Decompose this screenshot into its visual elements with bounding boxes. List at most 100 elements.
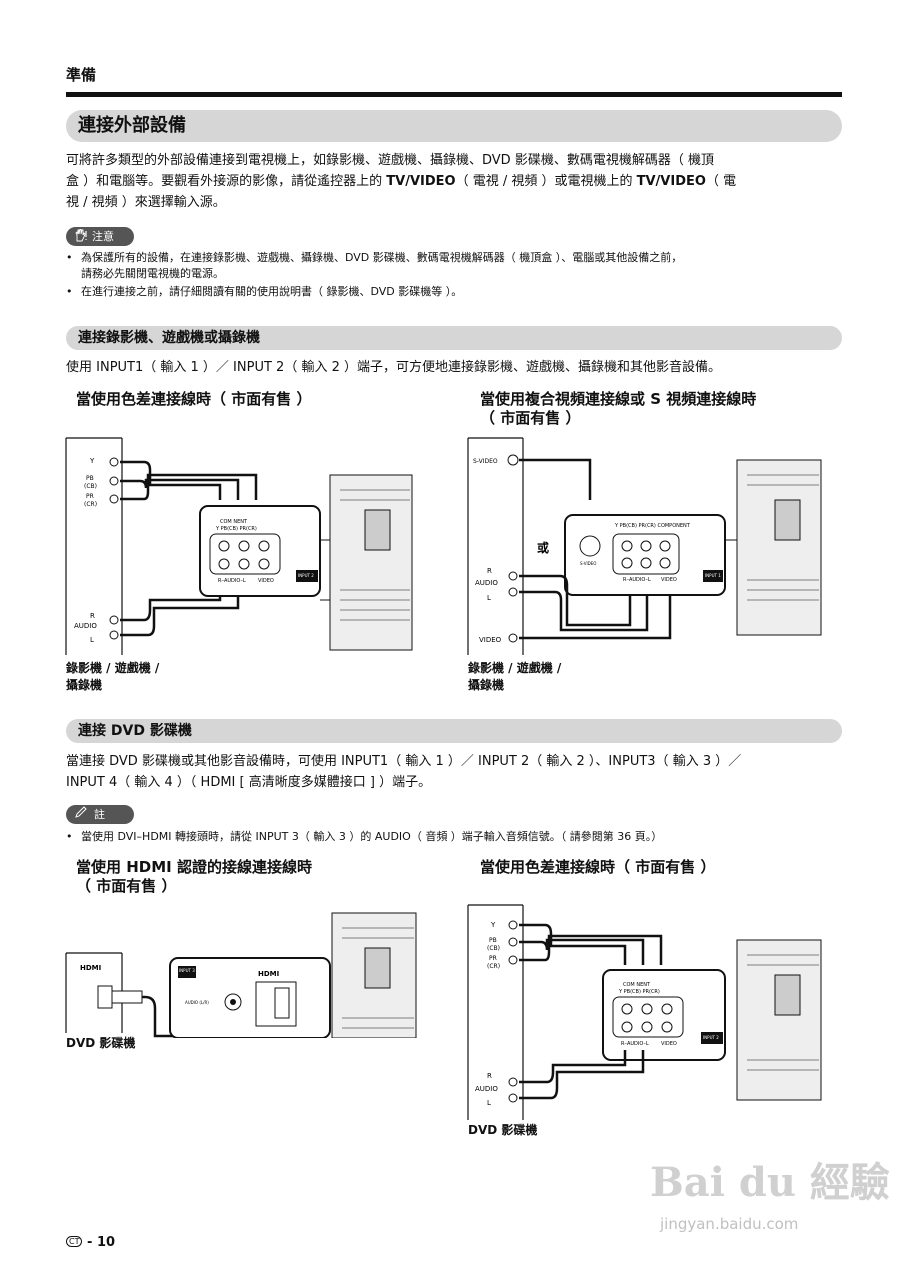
label-audio: AUDIO: [475, 579, 498, 587]
label-video: VIDEO: [661, 1041, 677, 1047]
diagram-composite-vcr: S-VIDEO 或 Y PB(CB) PR(CR) COMPONENT S-VI…: [467, 437, 822, 655]
figure-caption: DVD 影碟機: [66, 1036, 136, 1050]
page-dash: -: [87, 1235, 97, 1250]
label-input: INPUT 2: [703, 1035, 719, 1040]
figure-caption-line: 錄影機 / 遊戲機 /: [468, 661, 562, 675]
figure-caption: 錄影機 / 遊戲機 / 攝錄機: [66, 660, 159, 694]
page-number: CT - 10: [66, 1235, 115, 1250]
figure-caption-line: 攝錄機: [468, 678, 505, 692]
caution-line: 為保護所有的設備，在連接錄影機、遊戲機、攝錄機、DVD 影碟機、數碼電視機解碼器…: [81, 251, 683, 264]
label-svideo-jack: S-VIDEO: [580, 561, 596, 566]
label-input: INPUT 3: [179, 968, 195, 973]
caution-label: 注意: [92, 230, 114, 243]
figure-caption: 錄影機 / 遊戲機 / 攝錄機: [468, 660, 561, 694]
page-number-value: 10: [96, 1235, 116, 1250]
intro-paragraph: 可將許多類型的外部設備連接到電視機上，如錄影機、遊戲機、攝錄機、DVD 影碟機、…: [66, 150, 842, 213]
label-cr: (CR): [84, 501, 97, 508]
figure-caption-line: 錄影機 / 遊戲機 /: [66, 661, 160, 675]
figure-heading-line: （ 市面有售 ）: [76, 877, 177, 895]
label-input: INPUT 1: [705, 573, 721, 578]
diagram-hdmi-dvd: HDMI INPUT 3 HDMI AUDIO (L/R): [65, 912, 417, 1038]
tv-video-key-label: TV/VIDEO: [636, 174, 706, 189]
caution-item: • 在進行連接之前，請仔細閱讀有關的使用說明書（ 錄影機、DVD 影碟機等 ）。: [66, 284, 846, 302]
label-input: INPUT 2: [298, 573, 314, 578]
section-title-dvd: 連接 DVD 影碟機: [66, 719, 842, 743]
label-cr: (CR): [487, 963, 500, 970]
bullet-dot: •: [66, 830, 73, 843]
intro-text: （ 電視 / 視頻 ）或電視機上的: [455, 174, 637, 189]
caution-text: 為保護所有的設備，在連接錄影機、遊戲機、攝錄機、DVD 影碟機、數碼電視機解碼器…: [81, 250, 841, 282]
section-desc-line: INPUT 4（ 輸入 4 ）（ HDMI [ 高清晰度多媒體接口 ] ）端子。: [66, 775, 432, 790]
region-badge: CT: [66, 1236, 83, 1247]
caution-line: 請務必先關閉電視機的電源。: [81, 267, 224, 280]
baidu-watermark-url: jingyan.baidu.com: [660, 1215, 799, 1233]
figure-heading-line: 當使用複合視頻連接線或 S 視頻連接線時: [480, 390, 757, 408]
section-desc-line: 當連接 DVD 影碟機或其他影音設備時，可使用 INPUT1（ 輸入 1 ）／ …: [66, 754, 742, 769]
label-pr: PR: [86, 493, 94, 500]
figure-heading-line: （ 市面有售 ）: [480, 409, 581, 427]
note-label: 註: [94, 808, 105, 821]
label-video: VIDEO: [258, 578, 274, 584]
label-component: COM NENT: [220, 519, 248, 525]
label-pb: PB: [489, 937, 497, 944]
label-l: L: [487, 594, 491, 602]
hand-icon: [74, 229, 88, 242]
intro-line-3: 視 / 視頻 ）來選擇輸入源。: [66, 195, 226, 210]
baidu-watermark-logo: Bai du 經驗: [650, 1159, 890, 1206]
label-audio: AUDIO: [74, 622, 97, 630]
label-r: R: [90, 612, 95, 620]
figure-heading: 當使用複合視頻連接線或 S 視頻連接線時 （ 市面有售 ）: [480, 390, 756, 428]
figure-caption-line: 攝錄機: [66, 678, 103, 692]
label-video-out: VIDEO: [479, 636, 502, 644]
section-desc-vcr: 使用 INPUT1（ 輸入 1 ）／ INPUT 2（ 輸入 2 ）端子，可方便…: [66, 360, 721, 375]
intro-text: （ 電: [705, 174, 737, 189]
header-rule: [66, 92, 842, 97]
label-ypbpr: Y PB(CB) PR(CR): [215, 526, 257, 532]
label-component: COM NENT: [623, 982, 651, 988]
label-y: Y: [89, 457, 95, 465]
label-y: Y: [490, 921, 496, 929]
label-svideo: S-VIDEO: [473, 458, 498, 465]
figure-heading: 當使用 HDMI 認證的接線連接線時 （ 市面有售 ）: [76, 858, 312, 896]
bullet-dot: •: [66, 251, 73, 264]
figure-heading: 當使用色差連接線時（ 市面有售 ）: [480, 858, 716, 876]
figure-heading-line: 當使用 HDMI 認證的接線連接線時: [76, 858, 312, 876]
note-badge: 註: [66, 805, 134, 824]
bullet-dot: •: [66, 285, 73, 298]
intro-line-2: 盒 ）和電腦等。要觀看外接源的影像，請從遙控器上的 TV/VIDEO（ 電視 /…: [66, 171, 842, 192]
caution-badge: 注意: [66, 227, 134, 246]
label-cb: (CB): [84, 483, 97, 490]
label-raudiol: R–AUDIO–L: [621, 1041, 649, 1047]
diagram-component-dvd: Y PB (CB) PR (CR) COM NENT Y PB(CB) PR(C…: [467, 904, 822, 1120]
or-label: 或: [537, 540, 549, 555]
intro-text: 盒 ）和電腦等。要觀看外接源的影像，請從遙控器上的: [66, 174, 387, 189]
label-pr: PR: [489, 955, 497, 962]
pencil-icon: [74, 805, 88, 824]
intro-line-1: 可將許多類型的外部設備連接到電視機上，如錄影機、遊戲機、攝錄機、DVD 影碟機、…: [66, 153, 714, 168]
label-l: L: [487, 1099, 491, 1107]
label-pb: PB: [86, 475, 94, 482]
figure-caption: DVD 影碟機: [468, 1123, 538, 1137]
note-text: 當使用 DVI–HDMI 轉接頭時，請從 INPUT 3（ 輸入 3 ）的 AU…: [81, 830, 663, 843]
label-ypbpr: Y PB(CB) PR(CR): [618, 989, 660, 995]
tv-video-key-label: TV/VIDEO: [386, 174, 456, 189]
figure-heading: 當使用色差連接線時（ 市面有售 ）: [76, 390, 312, 408]
caution-text: 在進行連接之前，請仔細閱讀有關的使用說明書（ 錄影機、DVD 影碟機等 ）。: [81, 285, 463, 298]
section-label: 準備: [66, 66, 97, 84]
section-desc-dvd: 當連接 DVD 影碟機或其他影音設備時，可使用 INPUT1（ 輸入 1 ）／ …: [66, 751, 842, 793]
diagram-component-vcr: Y PB (CB) PR (CR) R AUDIO L COM NENT Y P…: [65, 437, 413, 655]
section-title-vcr: 連接錄影機、遊戲機或攝錄機: [66, 326, 842, 350]
label-audio: AUDIO: [475, 1085, 498, 1093]
label-comp-header: Y PB(CB) PR(CR) COMPONENT: [614, 523, 691, 529]
label-hdmi: HDMI: [258, 970, 279, 978]
label-audio-lr: AUDIO (L/R): [185, 1000, 209, 1005]
label-l: L: [90, 636, 94, 644]
label-cb: (CB): [487, 945, 500, 952]
label-raudiol: R–AUDIO–L: [218, 578, 246, 584]
label-raudiol: R–AUDIO–L: [623, 577, 651, 583]
label-r: R: [487, 1072, 492, 1080]
label-hdmi: HDMI: [80, 964, 101, 972]
caution-item: • 為保護所有的設備，在連接錄影機、遊戲機、攝錄機、DVD 影碟機、數碼電視機解…: [66, 250, 846, 284]
label-r: R: [487, 567, 492, 575]
label-video: VIDEO: [661, 577, 677, 583]
